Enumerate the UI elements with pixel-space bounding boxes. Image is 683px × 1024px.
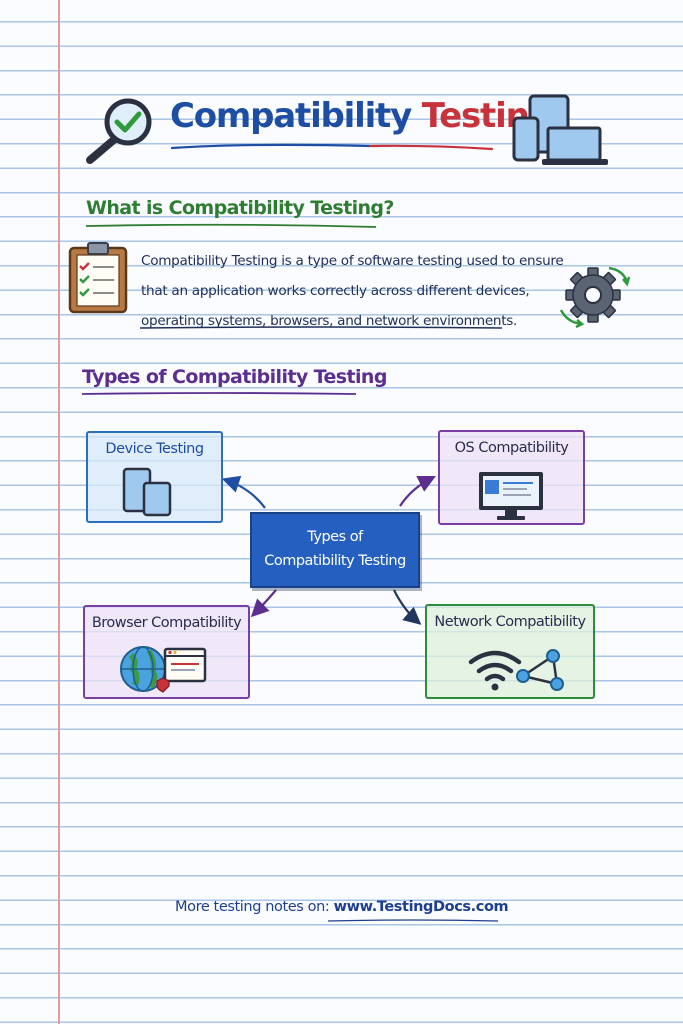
- types-center-node: Types of Compatibility Testing: [250, 512, 420, 588]
- browser-compatibility-label: Browser Compatibility: [91, 615, 242, 631]
- arrow-to-device: [221, 475, 266, 509]
- description-line-1: Compatibility Testing is a type of softw…: [141, 253, 564, 269]
- os-compatibility-node: OS Compatibility: [438, 430, 585, 525]
- center-node-line-2: Compatibility Testing: [264, 553, 406, 569]
- monitor-icon: [479, 472, 543, 520]
- what-is-heading: What is Compatibility Testing?: [86, 197, 394, 219]
- description-underline: [139, 326, 503, 329]
- description-text: Compatibility Testing is a type of softw…: [141, 246, 564, 336]
- tablet-phone-icon: [122, 467, 172, 517]
- browser-compatibility-node: Browser Compatibility: [83, 605, 250, 699]
- footer-text: More testing notes on: www.TestingDocs.c…: [175, 899, 509, 915]
- clipboard-checklist-icon: [68, 242, 128, 314]
- device-testing-label: Device Testing: [105, 441, 204, 457]
- devices-icon: [512, 94, 608, 165]
- what-is-underline: [85, 223, 377, 228]
- network-compatibility-label: Network Compatibility: [434, 614, 586, 630]
- device-testing-node: Device Testing: [86, 431, 223, 523]
- network-compatibility-node: Network Compatibility: [425, 604, 595, 699]
- magnifier-check-icon: [86, 98, 152, 164]
- wifi-network-icon: [468, 649, 564, 691]
- footer-underline: [327, 919, 499, 922]
- globe-browser-icon: [120, 646, 207, 693]
- description-line-2: that an application works correctly acro…: [141, 283, 530, 299]
- arrow-to-os: [399, 476, 436, 507]
- types-heading-underline: [81, 392, 357, 395]
- description-line-3: operating systems, browsers, and network…: [141, 313, 518, 329]
- center-node-line-1: Types of: [307, 529, 363, 545]
- title-underline: [170, 143, 494, 151]
- gear-icon: [559, 266, 631, 328]
- notebook-margin-line: [58, 0, 60, 1024]
- types-heading: Types of Compatibility Testing: [82, 366, 387, 388]
- footer-prefix: More testing notes on:: [175, 899, 330, 915]
- title-word-compatibility: Compatibility: [170, 96, 412, 136]
- os-compatibility-label: OS Compatibility: [454, 440, 569, 456]
- footer-link[interactable]: www.TestingDocs.com: [333, 899, 509, 915]
- arrow-to-browser: [250, 589, 277, 618]
- arrow-to-network: [393, 589, 422, 625]
